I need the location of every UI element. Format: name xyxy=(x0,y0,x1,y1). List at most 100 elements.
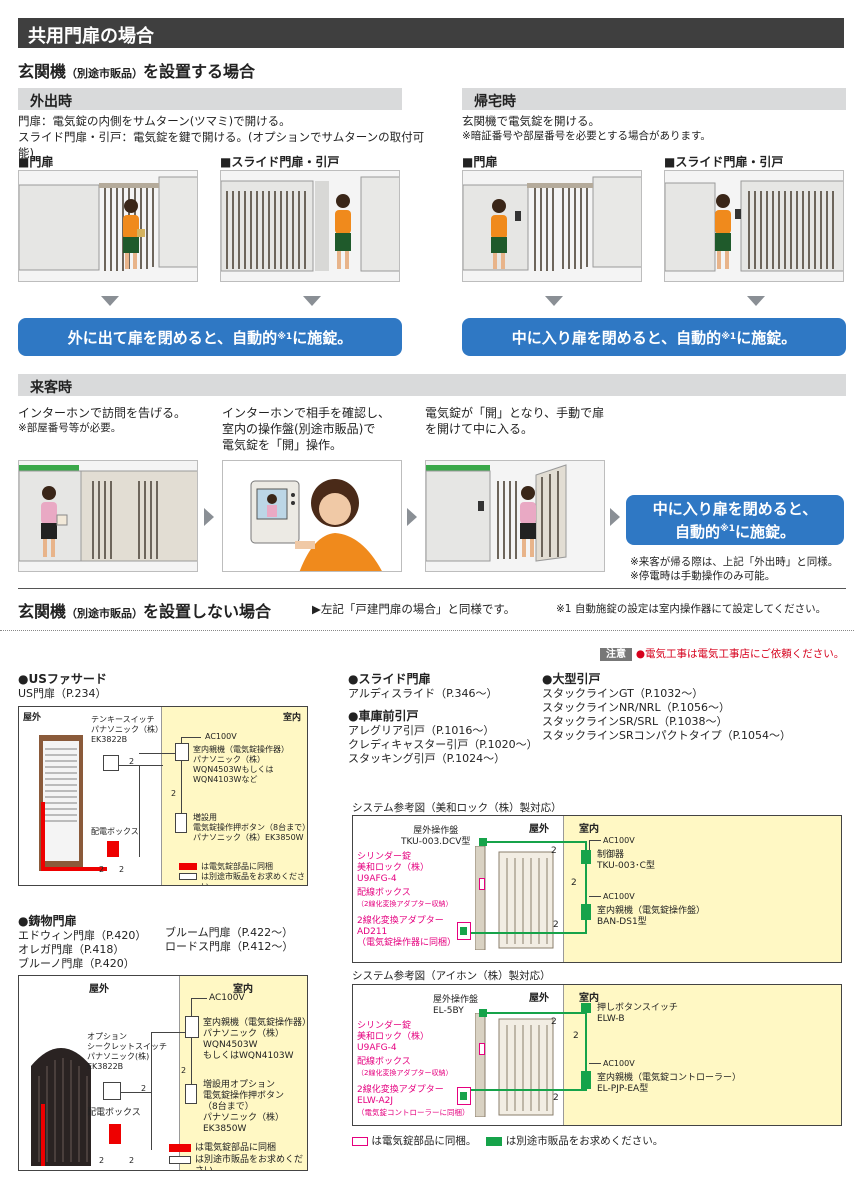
adapter-module xyxy=(460,1092,467,1100)
dotted-divider xyxy=(0,630,854,631)
legend-pink-swatch xyxy=(352,1136,368,1146)
visitor-intercom-illustration xyxy=(18,460,198,572)
indoor-area xyxy=(179,976,307,1170)
install-heading-tail: を設置する場合 xyxy=(143,62,256,81)
switch-l3: パナソニック(株) xyxy=(87,1052,150,1061)
wire-label: 2 xyxy=(99,1156,105,1165)
visitor-step3-l2: を開けて中に入る。 xyxy=(425,422,534,436)
going-out-line2: スライド門扉・引戸：電気錠を鍵で開ける。(オプションでサムターンの取付可能) xyxy=(18,130,425,160)
switch-l4: EK3822B xyxy=(87,1062,124,1071)
visitor-step1: インターホンで訪問を告げる。 ※部屋番号等が必要。 xyxy=(18,405,218,435)
arrow-right-icon xyxy=(610,508,620,526)
cylinder-label: シリンダー錠 美和ロック（株） U9AFG-4 xyxy=(357,852,429,885)
slide-products: ●スライド門扉 アルディスライド（P.346～） ●車庫前引戸 アレグリア引戸（… xyxy=(348,670,538,766)
no-install-heading-small: （別途市販品） xyxy=(66,607,144,620)
adapter-label: 2線化変換アダプター AD211 （電気錠操作器に同梱） xyxy=(357,916,456,949)
legend-red-text: は電気錠部品に同梱 xyxy=(201,862,273,871)
power-box xyxy=(107,841,119,857)
cast-item: ロードス門扉（P.412～） xyxy=(165,940,294,953)
legend-red-swatch xyxy=(169,1144,191,1152)
us-title: ●USファサード xyxy=(18,672,107,686)
visitor-bar: 来客時 xyxy=(18,374,846,396)
garage-item: クレディキャスター引戸（P.1020～） xyxy=(348,738,538,751)
master-l1: 室内親機（電気錠操作盤） xyxy=(597,906,706,916)
adapter-l3: （電気錠操作器に同梱） xyxy=(357,938,457,948)
coming-home-sub2: ■スライド門扉・引戸 xyxy=(664,155,784,169)
us-wiring-diagram: 屋外 室内 テンキースイッチ パナソニック（株） EK3822B 2 配電ボック… xyxy=(18,706,308,886)
wire xyxy=(121,1092,151,1093)
going-out-text: 門扉：電気錠の内側をサムターン(ツマミ)で開ける。 スライド門扉・引戸：電気錠を… xyxy=(18,113,438,161)
gate-person-icon xyxy=(19,171,197,281)
legend-white-swatch xyxy=(169,1156,191,1164)
us-gate-icon xyxy=(39,735,83,871)
green-wire xyxy=(585,841,587,933)
going-out-bar: 外出時 xyxy=(18,88,402,110)
going-out-sub1: ■門扉 xyxy=(18,155,54,169)
button-label: 増設用オプション 電気錠操作押ボタン （8台まで） パナソニック（株） EK38… xyxy=(203,1080,284,1135)
master-label: 室内親機（電気錠コントローラー） EL-PJP-EA型 xyxy=(597,1073,741,1095)
caution-text: ●電気工事は電気工事店にご依頼ください。 xyxy=(635,648,845,660)
indoor-label: 室内 xyxy=(283,713,302,723)
master-l2: EL-PJP-EA型 xyxy=(597,1084,649,1094)
push-button-box xyxy=(175,813,187,833)
monitor-person-icon xyxy=(223,461,401,571)
going-out-line1: 門扉：電気錠の内側をサムターン(ツマミ)で開ける。 xyxy=(18,114,291,128)
visitor-result-sup: ※1 xyxy=(719,523,735,534)
legend-white-swatch xyxy=(179,873,197,880)
slide-gate-icon xyxy=(475,1013,554,1117)
ac-label: AC100V xyxy=(603,892,635,901)
switch-l3: EK3822B xyxy=(91,735,128,744)
controller-label: 制御器 TKU-003･C型 xyxy=(597,850,655,872)
page-title: 共用門扉の場合 xyxy=(18,18,844,48)
wire xyxy=(191,998,207,999)
visitor-step1-text: インターホンで訪問を告げる。 xyxy=(18,406,187,420)
coming-home-sub1: ■門扉 xyxy=(462,155,498,169)
visitor-result-l2-tail: に施錠。 xyxy=(735,522,796,541)
cylinder-label: シリンダー錠 美和ロック（株） U9AFG-4 xyxy=(357,1021,429,1054)
button-l3: パナソニック（株）EK3850W xyxy=(193,833,304,842)
arrow-down-icon xyxy=(747,296,765,306)
garage-item: スタッキング引戸（P.1024～） xyxy=(348,752,506,765)
open-gate-person-icon xyxy=(426,461,604,571)
bottom-legend: は電気錠部品に同梱。 は別途市販品をお求めください。 xyxy=(352,1133,663,1148)
box-label: 配電ボックス xyxy=(91,827,139,836)
coming-home-text: 玄関機で電気錠を開ける。 ※暗証番号や部屋番号を必要とする場合があります。 xyxy=(462,113,846,143)
switch-l1: 押しボタンスイッチ xyxy=(597,1003,678,1013)
no-install-heading-tail: を設置しない場合 xyxy=(143,602,272,621)
switch-l2: パナソニック（株） xyxy=(91,725,163,734)
master-l1: 室内親機（電気錠コントローラー） xyxy=(597,1073,742,1083)
master-l4: WQN4103Wなど xyxy=(193,775,258,784)
box-l2: （2線化変換アダプター収納） xyxy=(357,1069,453,1077)
visitor-step1-note: ※部屋番号等が必要。 xyxy=(18,422,122,434)
indoor-label: 室内 xyxy=(233,984,253,995)
visitor-result-l2-text: 自動的 xyxy=(674,522,720,541)
panel-l1: 屋外操作盤 xyxy=(413,826,459,836)
visitor-step3: 電気錠が「開」となり、手動で扉 を開けて中に入る。 xyxy=(425,405,625,437)
outdoor-label: 屋外 xyxy=(529,993,549,1004)
outdoor-label: 屋外 xyxy=(23,713,42,723)
going-out-gate-illustration xyxy=(18,170,198,282)
outdoor-label: 屋外 xyxy=(529,824,549,835)
controller-l1: 制御器 xyxy=(597,850,625,860)
legend-red-swatch xyxy=(179,863,197,870)
switch-l1: オプション xyxy=(87,1032,127,1041)
red-wire xyxy=(41,802,45,870)
keypad-switch-box xyxy=(103,755,119,771)
visitor-note1: ※来客が帰る際は、上記「外出時」と同様。 xyxy=(630,556,839,568)
visitor-enter-illustration xyxy=(425,460,605,572)
no-install-heading: 玄関機（別途市販品）を設置しない場合 xyxy=(18,598,271,622)
coming-home-result-text: 中に入り扉を閉めると、自動的 xyxy=(511,328,722,347)
switch-l2: シークレットスイッチ xyxy=(87,1042,167,1051)
divider xyxy=(18,588,846,589)
aiphone-diagram-caption: システム参考図（アイホン（株）製対応） xyxy=(352,970,551,982)
cylinder-l3: U9AFG-4 xyxy=(357,874,397,884)
master-l2: パナソニック（株） xyxy=(203,1029,285,1039)
visitor-gate-icon xyxy=(19,461,197,571)
outdoor-panel xyxy=(479,1009,487,1017)
large-item: スタックラインNR/NRL（P.1056～） xyxy=(542,701,730,714)
visitor-step2-l2: 室内の操作盤(別途市販品)で xyxy=(222,422,376,436)
secret-switch-label: オプション シークレットスイッチ パナソニック(株) EK3822B xyxy=(87,1032,167,1072)
adapter-l2: ELW-A2J xyxy=(357,1096,393,1106)
wire-label: 2 xyxy=(129,757,135,766)
